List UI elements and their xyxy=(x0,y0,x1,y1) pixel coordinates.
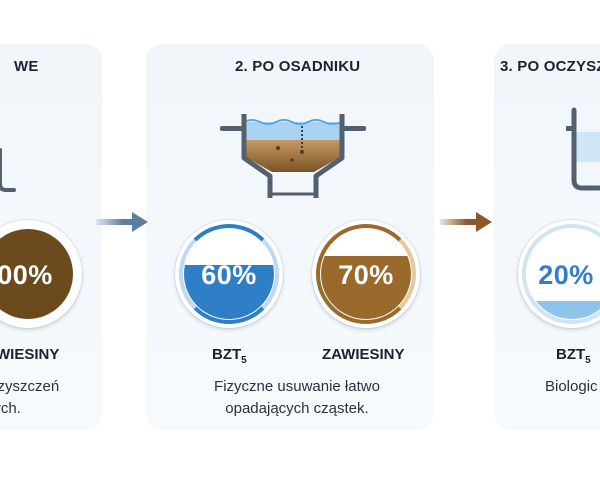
description-line: łych. xyxy=(0,400,21,417)
description-line: opadających cząstek. xyxy=(225,400,369,417)
arrow-right-icon xyxy=(96,212,148,232)
gauge-stage-1-zawiesiny: 00% xyxy=(0,220,82,328)
label-stage-3-bzt5: BZT5 xyxy=(556,346,591,366)
stage-3-title: 3. PO OCZYSZ xyxy=(500,58,600,75)
description-stage-2: Fizyczne usuwanie łatwo opadających cząs… xyxy=(205,376,389,420)
tank-icon-stage-3 xyxy=(566,107,600,191)
label-stage-2-bzt5: BZT5 xyxy=(212,346,247,366)
arrow-right-icon xyxy=(440,212,492,232)
label-bzt-main: BZT xyxy=(212,346,242,363)
gauge-stage-3-bzt5: 20% xyxy=(518,220,600,328)
label-stage-1-zawiesiny: WIESINY xyxy=(0,346,60,363)
description-line: Biologic xyxy=(545,378,598,395)
stage-2-title: 2. PO OSADNIKU xyxy=(235,58,361,75)
label-bzt-sub: 5 xyxy=(241,355,247,366)
description-line: czyszczeń xyxy=(0,378,60,395)
label-stage-2-zawiesiny: ZAWIESINY xyxy=(322,346,405,363)
tank-icon-stage-1 xyxy=(0,148,16,192)
gauge-stage-2-zawiesiny: 70% xyxy=(312,220,420,328)
description-line: Fizyczne usuwanie łatwo xyxy=(214,378,380,395)
stage-1-title: WE xyxy=(14,58,39,75)
label-bzt-main: BZT xyxy=(556,346,586,363)
label-bzt-sub: 5 xyxy=(585,355,591,366)
gauge-stage-2-bzt5: 60% xyxy=(175,220,283,328)
settling-tank-icon xyxy=(220,114,366,198)
description-stage-1: czyszczeń łych. xyxy=(0,376,59,420)
description-stage-3: Biologic xyxy=(545,376,598,398)
